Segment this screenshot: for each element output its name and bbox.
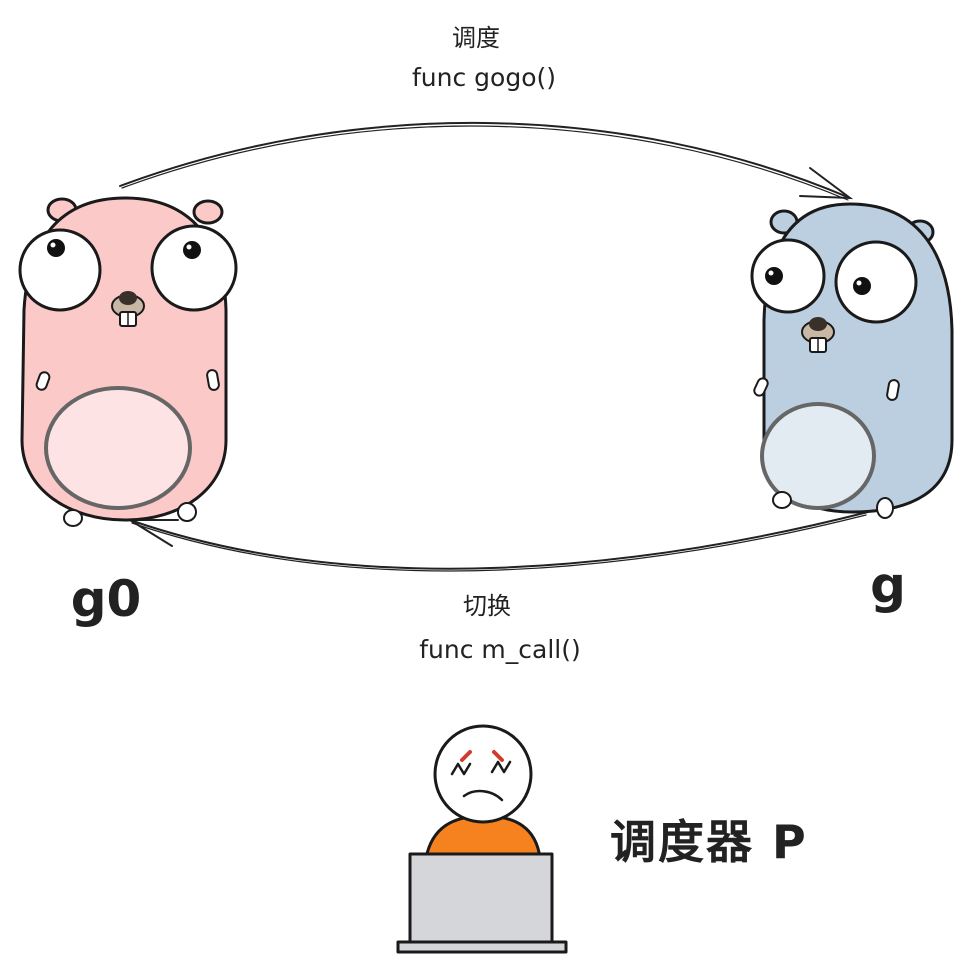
- scheduler-left-brow: [460, 750, 472, 762]
- gopher-g-left-pupil: [765, 267, 783, 285]
- top-arrow-label: 调度: [452, 24, 500, 52]
- bottom-arrow-code: func m_call(): [419, 635, 581, 664]
- gopher-g-nose: [809, 317, 827, 331]
- scheduler-right-eye: [490, 760, 512, 774]
- gopher-g-right-foot: [876, 497, 894, 519]
- gopher-g0-right-arm: [206, 369, 220, 391]
- gopher-g: [750, 202, 954, 519]
- gopher-g-left-foot: [772, 491, 792, 509]
- gopher-g-right-pupil: [853, 277, 871, 295]
- gopher-g-left-arm: [753, 377, 769, 397]
- scheduler-head: [433, 724, 533, 824]
- gopher-g0-left-eye: [18, 228, 102, 312]
- gopher-g0-name: g0: [71, 570, 142, 628]
- gopher-g0-right-foot: [177, 502, 197, 522]
- gopher-g-right-eye: [834, 240, 918, 324]
- gopher-g-left-eye: [750, 238, 826, 314]
- gopher-g-name: g: [870, 556, 906, 614]
- scheduler-mouth: [462, 789, 504, 802]
- gopher-g0: [18, 196, 238, 527]
- bottom-arrow: [126, 511, 869, 572]
- gopher-g0-right-eye: [150, 224, 238, 312]
- gopher-g0-nose: [119, 291, 137, 305]
- scheduler-right-brow: [492, 750, 504, 762]
- gopher-g0-left-arm: [35, 371, 51, 391]
- scheduler-laptop: [408, 852, 554, 944]
- gopher-g-belly: [760, 402, 876, 510]
- gopher-g0-right-ear: [192, 199, 224, 225]
- top-arrow: [119, 122, 854, 201]
- gopher-g-right-arm: [886, 379, 900, 401]
- gopher-g0-left-pupil: [47, 239, 65, 257]
- scheduler-figure: [396, 724, 568, 954]
- scheduler-laptop-base: [396, 940, 568, 954]
- gopher-g0-left-foot: [63, 509, 83, 527]
- gopher-g0-right-pupil: [183, 241, 201, 259]
- top-arrowhead: [799, 167, 854, 200]
- scheduler-left-eye: [450, 762, 472, 776]
- bottom-arrow-label: 切换: [463, 592, 511, 620]
- scheduler-title: 调度器 P: [610, 815, 808, 869]
- gopher-g0-belly: [44, 386, 192, 510]
- top-arrow-code: func gogo(): [412, 63, 556, 92]
